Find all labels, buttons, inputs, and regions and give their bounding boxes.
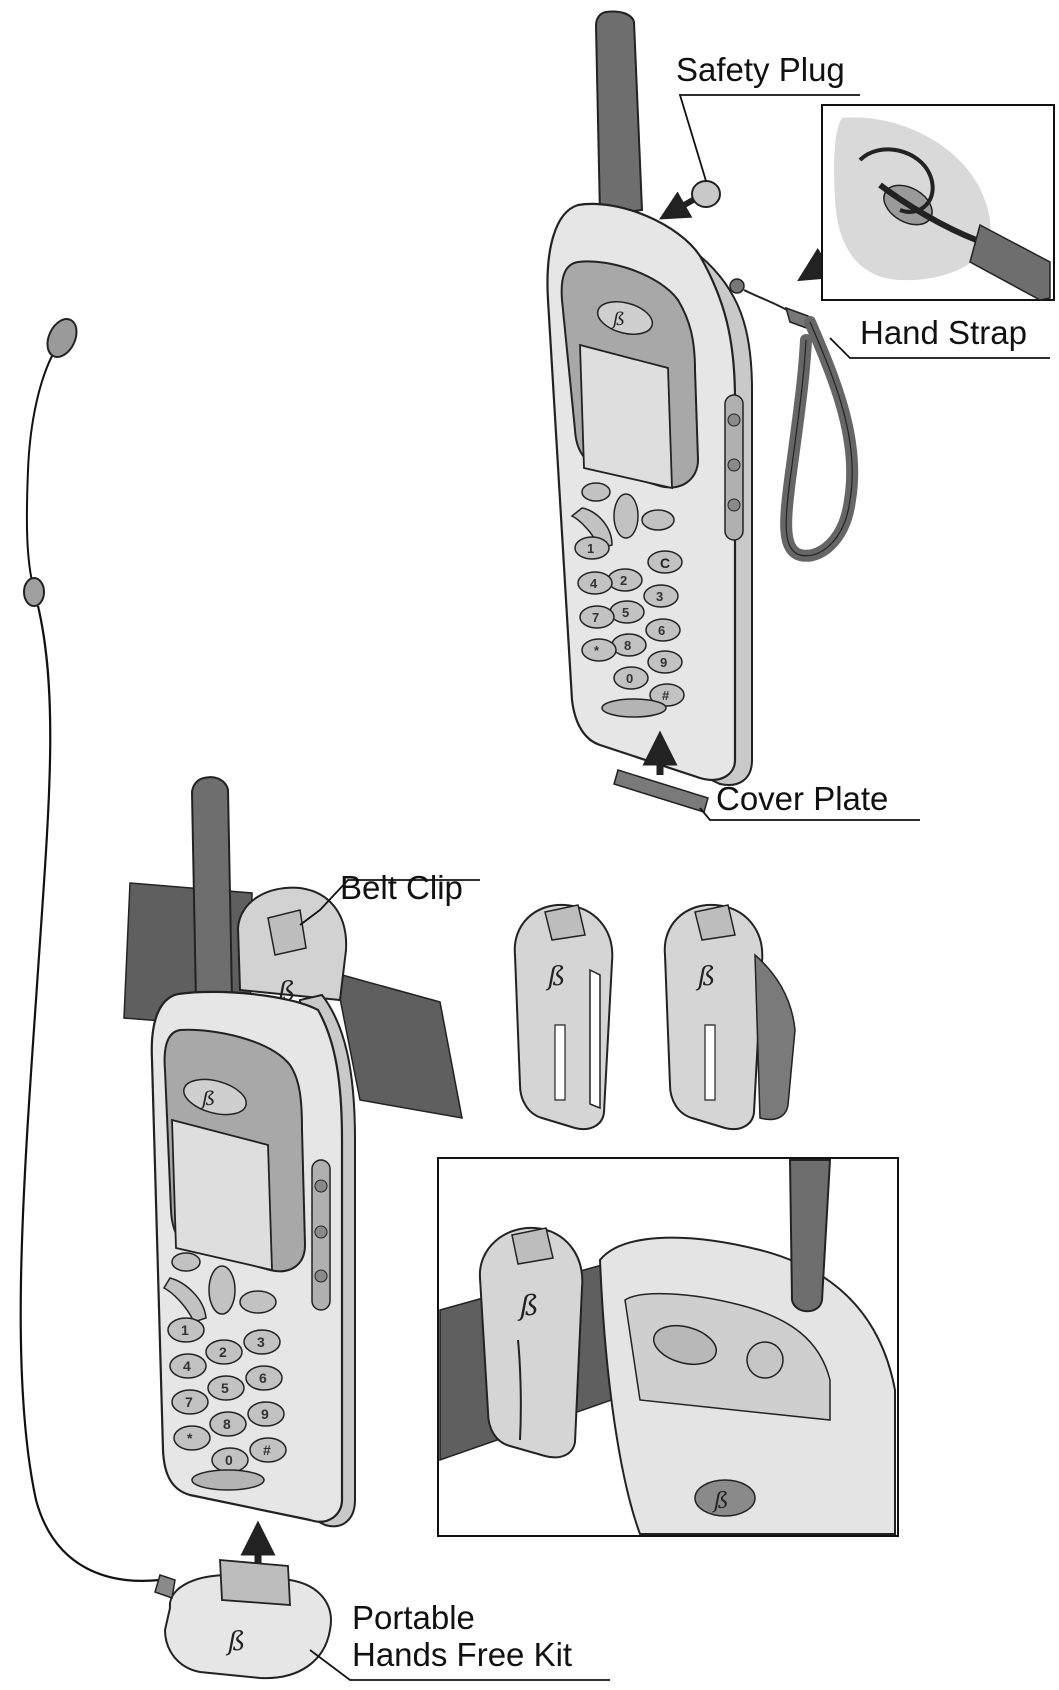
keypad-top: C 1 2 3 4 5 6 7 8 9 * 0 #	[574, 536, 685, 718]
keypad-key-3: 3	[656, 589, 663, 604]
screen	[579, 343, 673, 490]
keypad-key-8: 8	[624, 638, 631, 653]
keypad-key-5: 5	[622, 605, 629, 620]
keypad-key-1: 1	[587, 541, 594, 556]
cover-plate-label: Cover Plate	[716, 780, 889, 817]
phone-bottom: 1 2 3 4 5 6 7 8 9 * 0 # ß	[150, 776, 356, 1528]
hands-free-kit-label: Portable Hands Free Kit	[352, 1599, 573, 1674]
keypad-key-5: 5	[221, 1380, 229, 1396]
svg-text:ß: ß	[545, 962, 565, 992]
safety-plug-label: Safety Plug	[676, 51, 845, 88]
hands-free-kit-label-line2: Hands Free Kit	[352, 1635, 573, 1673]
antenna	[594, 10, 644, 217]
headset-cable	[19, 318, 161, 1582]
keypad-key-7: 7	[592, 610, 599, 625]
belt-clip-open: ß	[513, 903, 614, 1131]
keypad-key-10: *	[187, 1430, 193, 1446]
keypad-key-9: 9	[261, 1406, 269, 1422]
earpiece	[46, 318, 78, 358]
keypad-key-2: 2	[620, 573, 627, 588]
belt-clip-closed: ß	[663, 903, 796, 1131]
keypad-key-4: 4	[590, 576, 598, 591]
keypad-key-6: 6	[658, 623, 665, 638]
logo-badge	[183, 1078, 247, 1116]
keypad-key-7: 7	[185, 1394, 193, 1410]
svg-text:ß: ß	[712, 1489, 729, 1514]
keypad-key-2: 2	[219, 1344, 227, 1360]
cover-plate	[613, 730, 920, 821]
screen	[171, 1118, 273, 1272]
hand-strap-inset	[821, 104, 1055, 301]
keypad-key-9: 9	[660, 655, 667, 670]
svg-text:ß: ß	[517, 1289, 539, 1322]
logo-badge	[596, 301, 654, 335]
hands-free-kit: ß	[154, 1520, 610, 1681]
keypad-key-11: 0	[626, 671, 633, 686]
keypad-key-12: #	[662, 688, 670, 703]
antenna	[190, 776, 234, 1004]
microphone-pod	[23, 577, 45, 607]
hands-free-kit-label-line1: Portable	[352, 1599, 475, 1636]
svg-text:ß: ß	[695, 962, 715, 992]
keypad-key-8: 8	[223, 1416, 231, 1432]
keypad-key-3: 3	[257, 1334, 265, 1350]
keypad-key-10: *	[594, 643, 600, 658]
brand-logo: ß	[611, 309, 625, 330]
keypad-bottom: 1 2 3 4 5 6 7 8 9 * 0 #	[167, 1317, 287, 1491]
keypad-key-11: 0	[225, 1452, 233, 1468]
belt-clip-label: Belt Clip	[340, 869, 463, 906]
keypad-key-1: 1	[181, 1322, 189, 1338]
brand-logo: ß	[200, 1086, 215, 1110]
svg-text:ß: ß	[225, 1627, 245, 1657]
keypad-key-12: #	[263, 1442, 271, 1458]
safety-plug	[658, 94, 860, 220]
keypad-key-6: 6	[259, 1370, 267, 1386]
phone-top: C 1 2 3 4 5 6 7 8 9 * 0 # ß	[546, 10, 753, 786]
clear-key-label: C	[660, 555, 670, 571]
belt-clip-inset: ß ß	[437, 1157, 899, 1537]
keypad-key-4: 4	[183, 1358, 191, 1374]
hand-strap-label: Hand Strap	[860, 314, 1027, 351]
